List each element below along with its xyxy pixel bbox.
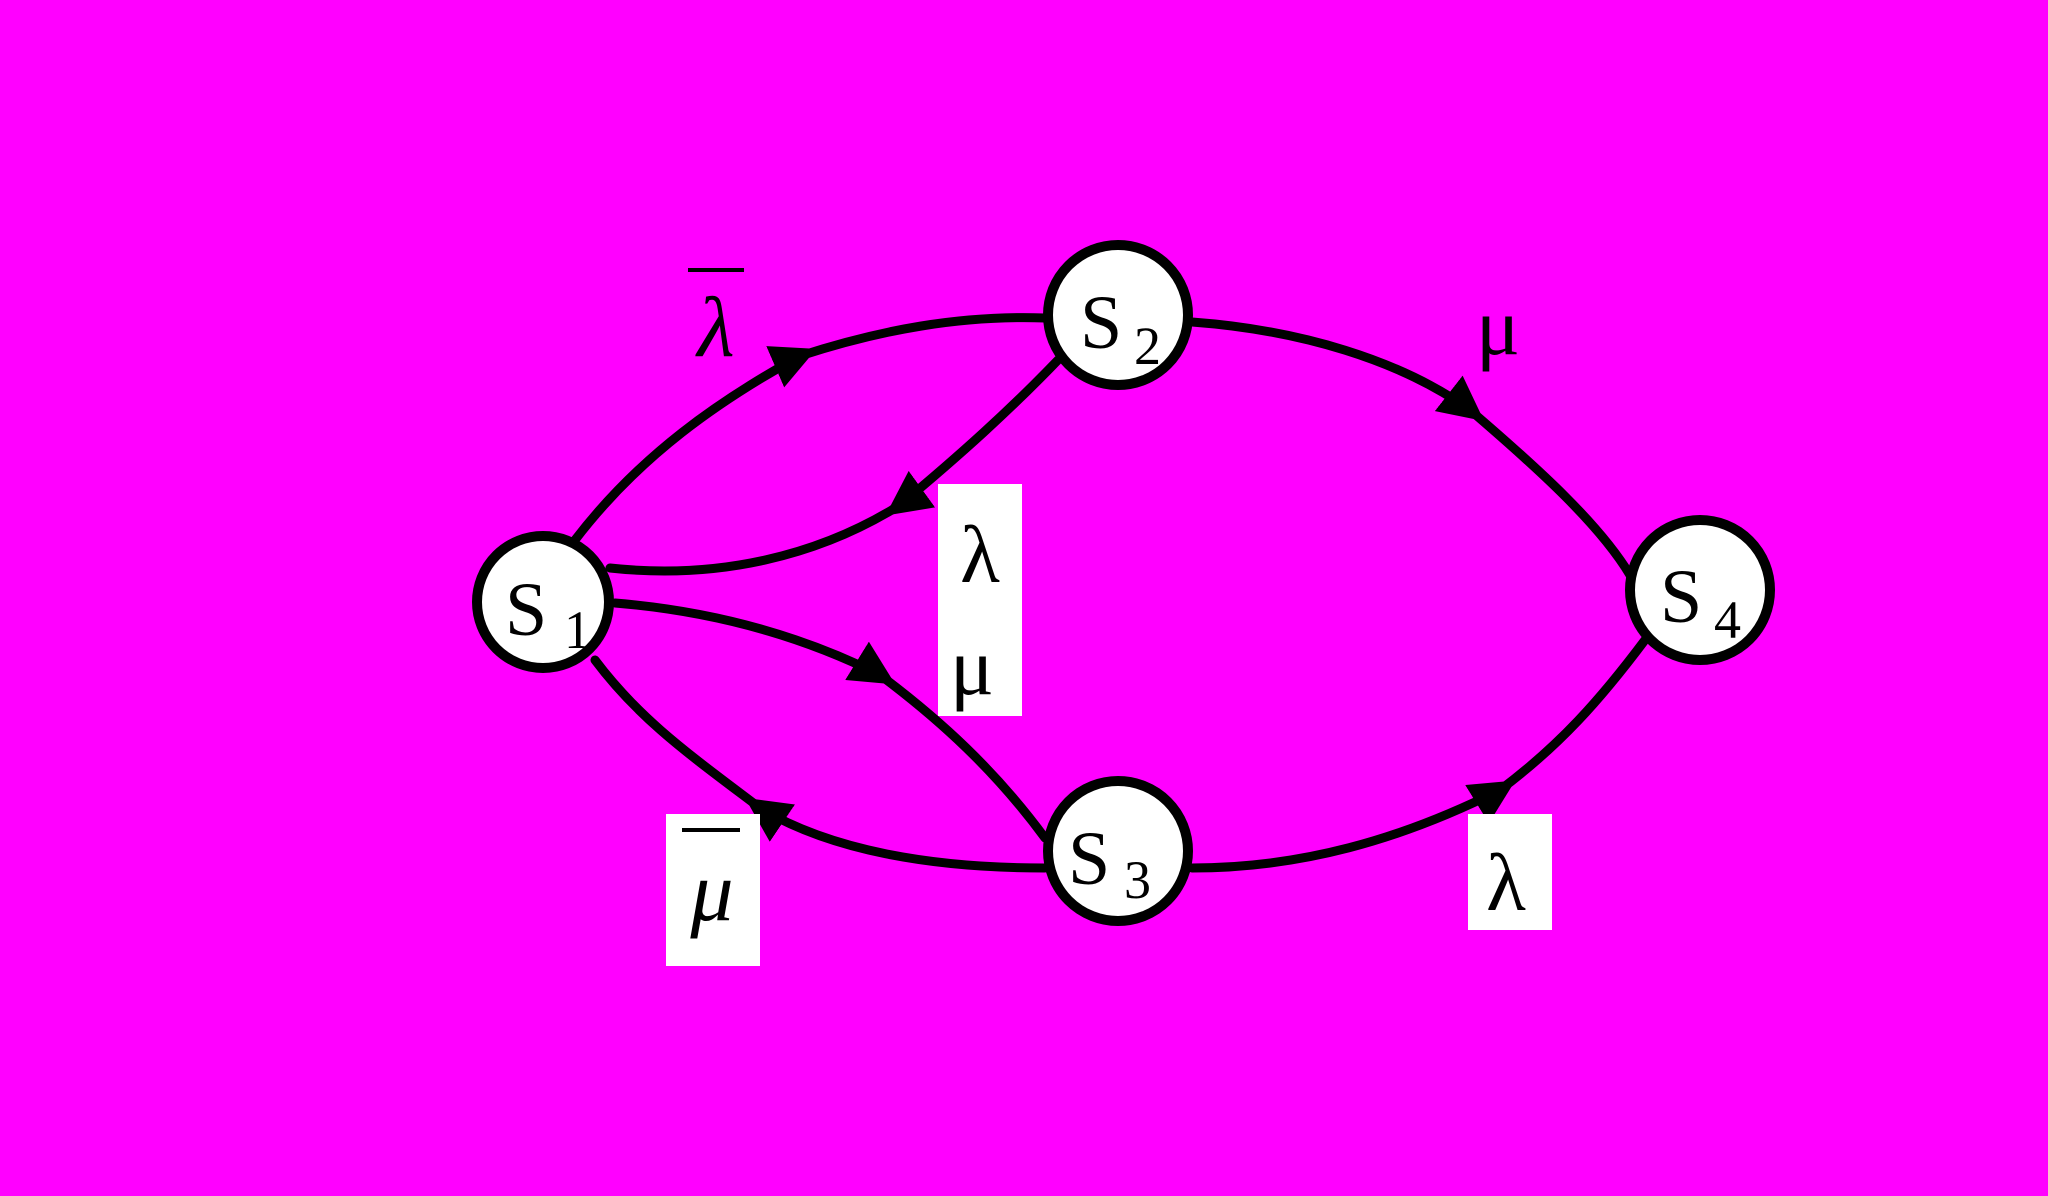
node-letter: S [505,568,547,652]
node-subscript: 1 [564,600,591,660]
node-s2: S 2 [1043,240,1193,390]
node-letter: S [1660,555,1702,639]
label-box [1468,814,1552,930]
edge-label-text: λ [694,279,734,375]
edge-label-text: μ [1476,281,1520,372]
edge-s2-to-s1 [605,355,1063,576]
edge-label-text: λ [960,509,1000,600]
node-circle [1625,515,1775,665]
node-subscript: 3 [1124,850,1151,910]
node-circle [1043,240,1193,390]
label-s2-to-s1: λ [938,484,1022,604]
edge-label-text: λ [1486,837,1526,928]
label-s2-to-s4: μ [1476,281,1520,372]
edge-s2-to-s4 [1187,317,1635,580]
edge-label-text: μ [689,843,733,939]
label-s3-to-s1: μ [666,814,760,966]
node-s4: S 4 [1625,515,1775,665]
edge-s3-to-s1 [590,655,1050,873]
label-box [938,484,1022,604]
label-box [938,604,1022,716]
node-letter: S [1068,817,1110,901]
edge-label-text: μ [950,621,994,712]
label-s1-to-s3: μ [938,604,1022,716]
label-s3-to-s4: λ [1468,814,1552,930]
edge-s1-to-s2 [570,313,1050,545]
edge-s3-to-s4 [1187,635,1650,873]
node-s3: S 3 [1043,776,1193,926]
node-circle [472,531,614,673]
node-subscript: 2 [1134,316,1161,376]
label-box [666,814,760,966]
node-circle [1043,776,1193,926]
label-s1-to-s2: λ [688,268,744,375]
node-letter: S [1080,281,1122,365]
node-s1: S 1 [472,531,614,673]
node-subscript: 4 [1714,590,1741,650]
edge-s1-to-s3 [610,598,1050,843]
